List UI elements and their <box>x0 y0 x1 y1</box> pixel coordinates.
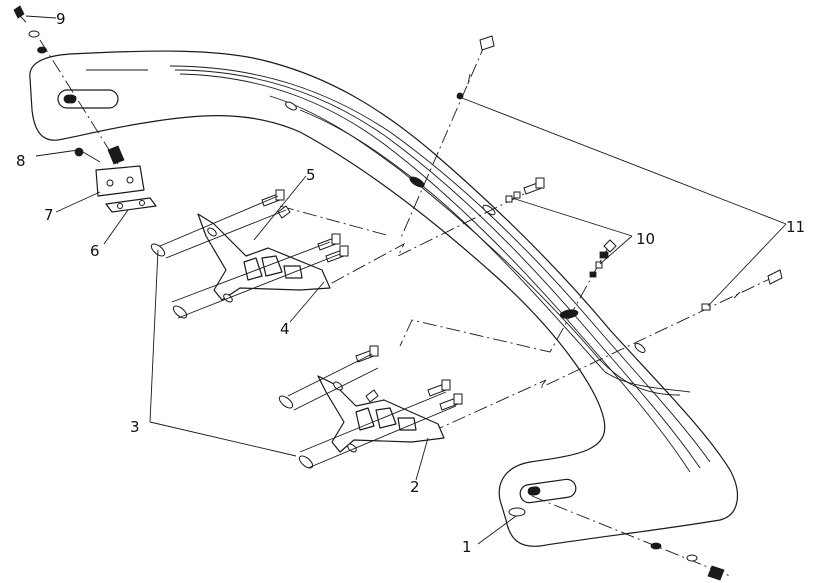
callout-1: 1 <box>462 538 472 556</box>
fastener-stack-1 <box>650 542 725 581</box>
fastener-stack-10 <box>505 177 617 278</box>
callout-4: 4 <box>280 320 290 338</box>
assembly-center-lines <box>39 39 777 577</box>
callout-numbers: 1 2 3 4 5 6 7 8 9 10 11 <box>16 10 805 556</box>
fastener-stack-9 <box>13 5 47 54</box>
lower-mount-bracket-2 <box>278 345 463 469</box>
callout-3: 3 <box>130 418 140 436</box>
windshield-panel <box>29 50 738 547</box>
bracket-assembly-6-7-8 <box>74 145 157 213</box>
upper-mount-bracket-4 <box>150 189 349 319</box>
callout-2: 2 <box>410 478 420 496</box>
callout-5: 5 <box>306 166 316 184</box>
fastener-stack-11 <box>456 35 783 311</box>
callout-7: 7 <box>44 206 54 224</box>
callout-10: 10 <box>636 230 655 248</box>
callout-8: 8 <box>16 152 26 170</box>
callout-11: 11 <box>786 218 805 236</box>
leader-lines <box>25 15 787 545</box>
callout-9: 9 <box>56 10 66 28</box>
callout-6: 6 <box>90 242 100 260</box>
